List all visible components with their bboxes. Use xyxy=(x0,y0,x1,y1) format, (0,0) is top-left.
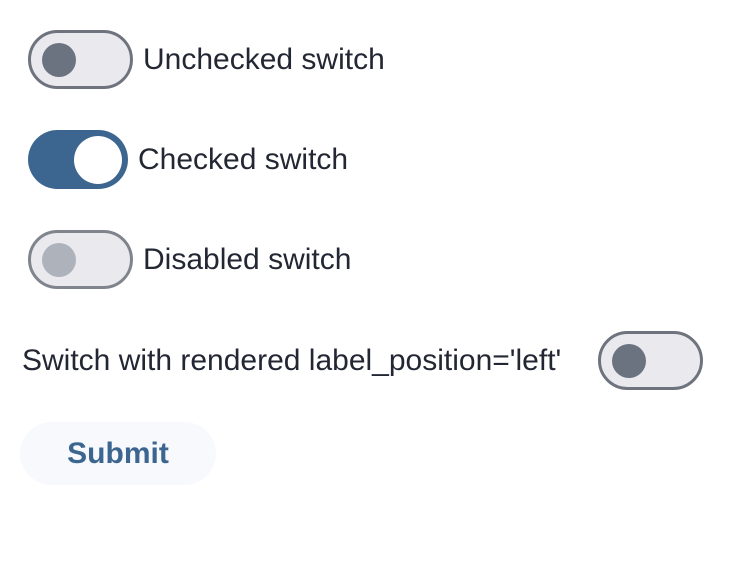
switch-row-label-left: Switch with rendered label_position='lef… xyxy=(22,331,703,390)
switch-knob xyxy=(74,135,122,184)
switch-label: Checked switch xyxy=(138,143,349,176)
switch-row-checked: Checked switch xyxy=(28,130,348,189)
switch-label: Switch with rendered label_position='lef… xyxy=(22,344,562,377)
switch-checked[interactable] xyxy=(28,130,128,189)
switch-knob xyxy=(42,42,76,77)
switch-label: Unchecked switch xyxy=(143,43,385,76)
switch-knob xyxy=(612,343,646,378)
switch-label: Disabled switch xyxy=(143,243,352,276)
switch-knob xyxy=(42,242,76,277)
switch-row-disabled: Disabled switch xyxy=(28,230,351,289)
switch-unchecked[interactable] xyxy=(28,30,133,89)
switch-disabled xyxy=(28,230,133,289)
switch-row-unchecked: Unchecked switch xyxy=(28,30,385,89)
submit-button[interactable]: Submit xyxy=(20,422,216,485)
switch-label-left[interactable] xyxy=(598,331,703,390)
